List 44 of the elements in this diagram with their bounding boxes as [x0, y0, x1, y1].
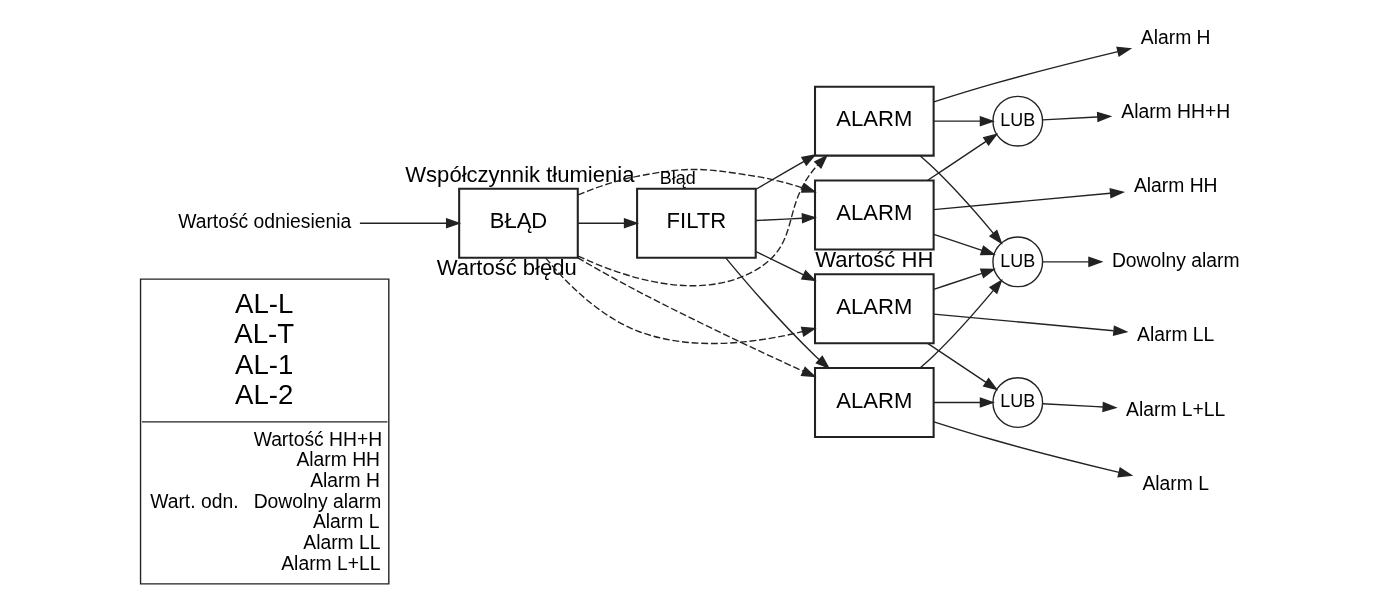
- node-box: ALARM: [813, 179, 935, 251]
- arrow: [932, 46, 1132, 103]
- node-box: FILTR: [635, 187, 757, 259]
- node-text: Alarm L: [1141, 473, 1209, 495]
- node-text: Dowolny alarm: [1111, 249, 1239, 271]
- node-text: Alarm H: [1140, 26, 1211, 48]
- arrow: [918, 155, 1003, 245]
- arrow: [932, 421, 1133, 478]
- arrow: [932, 268, 996, 291]
- node-circle: LUB: [991, 95, 1043, 147]
- arrow: [577, 154, 828, 287]
- arrow: [724, 257, 830, 370]
- arrow: [932, 313, 1128, 336]
- edge-label: Błąd: [659, 167, 696, 188]
- arrow: [1041, 401, 1118, 413]
- arrow: [1041, 256, 1103, 268]
- arrow: [544, 257, 817, 345]
- node-text: Alarm HH: [1133, 175, 1217, 197]
- node-box: ALARM: [813, 367, 935, 439]
- arrow: [926, 342, 998, 391]
- arrow: [576, 168, 817, 196]
- node-box: BŁĄD: [457, 187, 579, 259]
- arrow: [932, 115, 995, 127]
- node-label: Współczynnik tłumienia: [404, 161, 634, 187]
- arrow: [932, 397, 995, 408]
- node-box: ALARM: [813, 85, 935, 157]
- node-text: Alarm L+LL: [1125, 398, 1225, 420]
- arrow: [926, 133, 998, 181]
- node-circle: LUB: [991, 236, 1043, 288]
- arrow: [577, 217, 639, 229]
- arrow: [754, 251, 817, 282]
- arrow: [932, 233, 996, 256]
- node-text: Alarm HH+H: [1120, 100, 1230, 122]
- node-box: ALARM: [813, 273, 935, 345]
- arrow: [1041, 111, 1112, 123]
- node-text: Alarm LL: [1136, 324, 1214, 346]
- arrow: [918, 279, 1003, 369]
- node-circle: LUB: [991, 377, 1043, 429]
- arrow: [754, 213, 817, 224]
- node-text: Wartość odniesienia: [177, 211, 351, 233]
- arrow: [932, 188, 1125, 211]
- arrow: [576, 257, 817, 378]
- arrow: [754, 153, 817, 190]
- arrow: [358, 217, 461, 229]
